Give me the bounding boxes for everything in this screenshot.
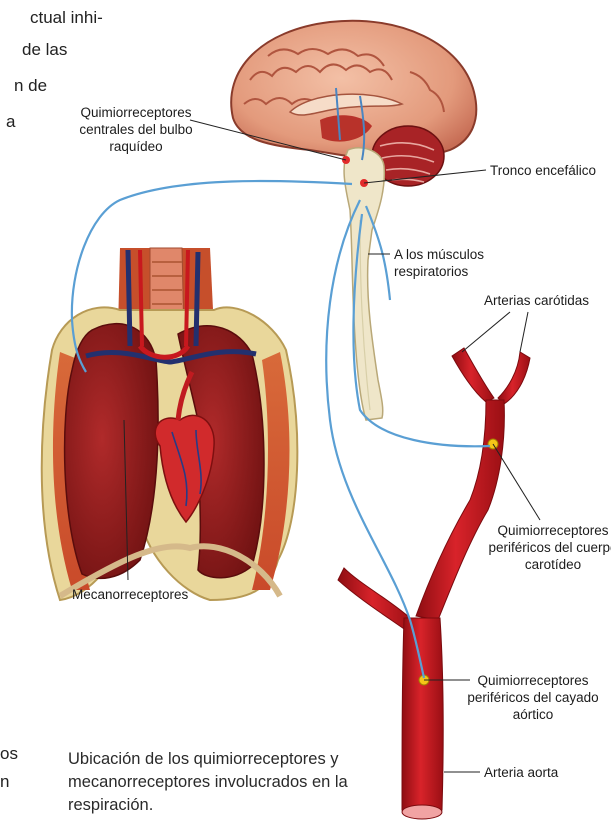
aortic-arch-line-3: aórtico [458,706,608,723]
aortic-arch-chemoreceptors-label: Quimiorreceptores periféricos del cayado… [458,672,608,723]
mechanoreceptors-label: Mecanorreceptores [72,586,188,603]
carotid-arteries-label: Arterias carótidas [484,292,589,309]
brainstem-label: Tronco encefálico [490,162,596,179]
respiratory-muscles-line-1: A los músculos [394,246,484,263]
carotid-body-line-1: Quimiorreceptores [478,522,611,539]
figure-caption: Ubicación de los quimiorreceptores y mec… [68,748,388,817]
aorta-label: Arteria aorta [484,764,558,781]
aortic-arch-line-2: periféricos del cayado [458,689,608,706]
carotid-body-chemoreceptors-label: Quimiorreceptores periféricos del cuerpo… [478,522,611,573]
left-lung [65,324,159,579]
central-chemoreceptors-line-3: raquídeo [56,138,216,155]
aortic-arch-line-1: Quimiorreceptores [458,672,608,689]
respiratory-muscles-line-2: respiratorios [394,263,484,280]
brainstem-and-spinal-cord [344,148,384,420]
central-chemoreceptors-line-2: centrales del bulbo [56,121,216,138]
carotid-body-line-2: periféricos del cuerpo [478,539,611,556]
carotid-body-line-3: carotídeo [478,556,611,573]
central-chemoreceptors-label: Quimiorreceptores centrales del bulbo ra… [56,104,216,155]
respiratory-muscles-label: A los músculos respiratorios [394,246,484,280]
central-chemoreceptors-line-1: Quimiorreceptores [56,104,216,121]
thorax [42,248,298,600]
